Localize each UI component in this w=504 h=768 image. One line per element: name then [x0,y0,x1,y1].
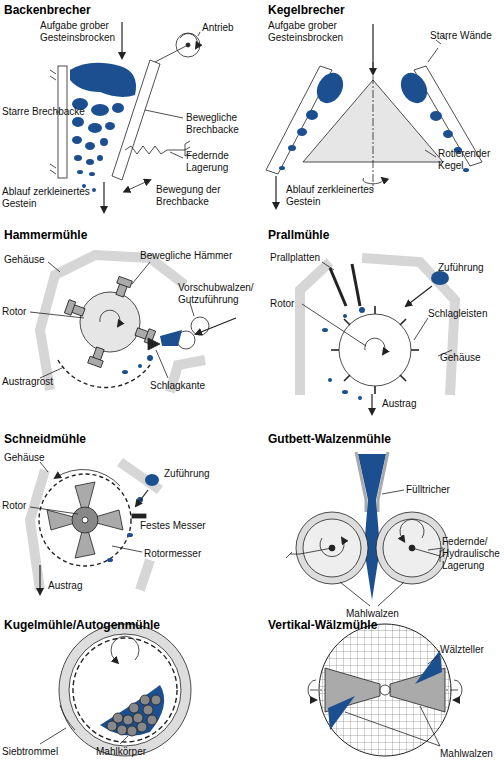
panel-title: Prallmühle [268,228,329,242]
panel-title: Gutbett-Walzenmühle [268,432,391,446]
part-label: Rotormesser [144,548,201,560]
part-label: Federnde Lagerung [186,150,242,174]
panel-title: Backenbrecher [4,3,91,17]
part-label: Zuführung [438,262,484,274]
part-label: Vorschubwalzen/ Gutzuführung [178,282,262,306]
part-label: Gehäuse [440,352,481,364]
part-label: Mahlwalzen [440,748,493,760]
part-label: Aufgabe grober Gesteinsbrocken [40,20,120,44]
part-label: Austrag [48,580,82,592]
part-label: Aufgabe grober Gesteinsbrocken [268,20,360,44]
part-label: Rotor [270,298,294,310]
part-label: Rotor [2,306,26,318]
part-label: Prallplatten [270,252,320,264]
part-label: Gehäuse [4,452,45,464]
part-label: Schlagleisten [428,308,487,320]
panel-title: Schneidmühle [4,432,86,446]
part-label: Antrieb [202,22,234,34]
part-label: Rotierender Kegel [438,148,500,172]
panel-title: Kugelmühle/Autogenmühle [4,618,160,632]
part-label: Federnde/ Hydraulische Lagerung [442,536,502,572]
part-label: Schlagkante [150,380,205,392]
part-label: Ablauf zerkleinertes Gestein [286,184,386,208]
part-label: Bewegung der Brechbacke [156,184,234,208]
part-label: Ablauf zerkleinertes Gestein [2,186,102,210]
part-label: Gehäuse [4,254,45,266]
part-label: Austragrost [2,376,53,388]
part-label: Festes Messer [140,520,206,532]
panel-title: Kegelbrecher [268,3,345,17]
part-label: Fülltricher [406,484,450,496]
part-label: Bewegliche Hämmer [140,250,232,262]
part-label: Siebtrommel [2,746,58,758]
part-label: Mahlkörper [96,746,146,758]
part-label: Bewegliche Brechbacke [186,112,250,136]
part-label: Starre Brechbacke [2,106,85,118]
panel-title: Vertikal-Wälzmühle [268,618,377,632]
part-label: Zuführung [164,468,210,480]
part-label: Starre Wände [430,30,492,42]
part-label: Rotor [2,500,26,512]
panel-title: Hammermühle [4,228,87,242]
part-label: Austrag [382,398,416,410]
part-label: Wälzteller [440,644,484,656]
